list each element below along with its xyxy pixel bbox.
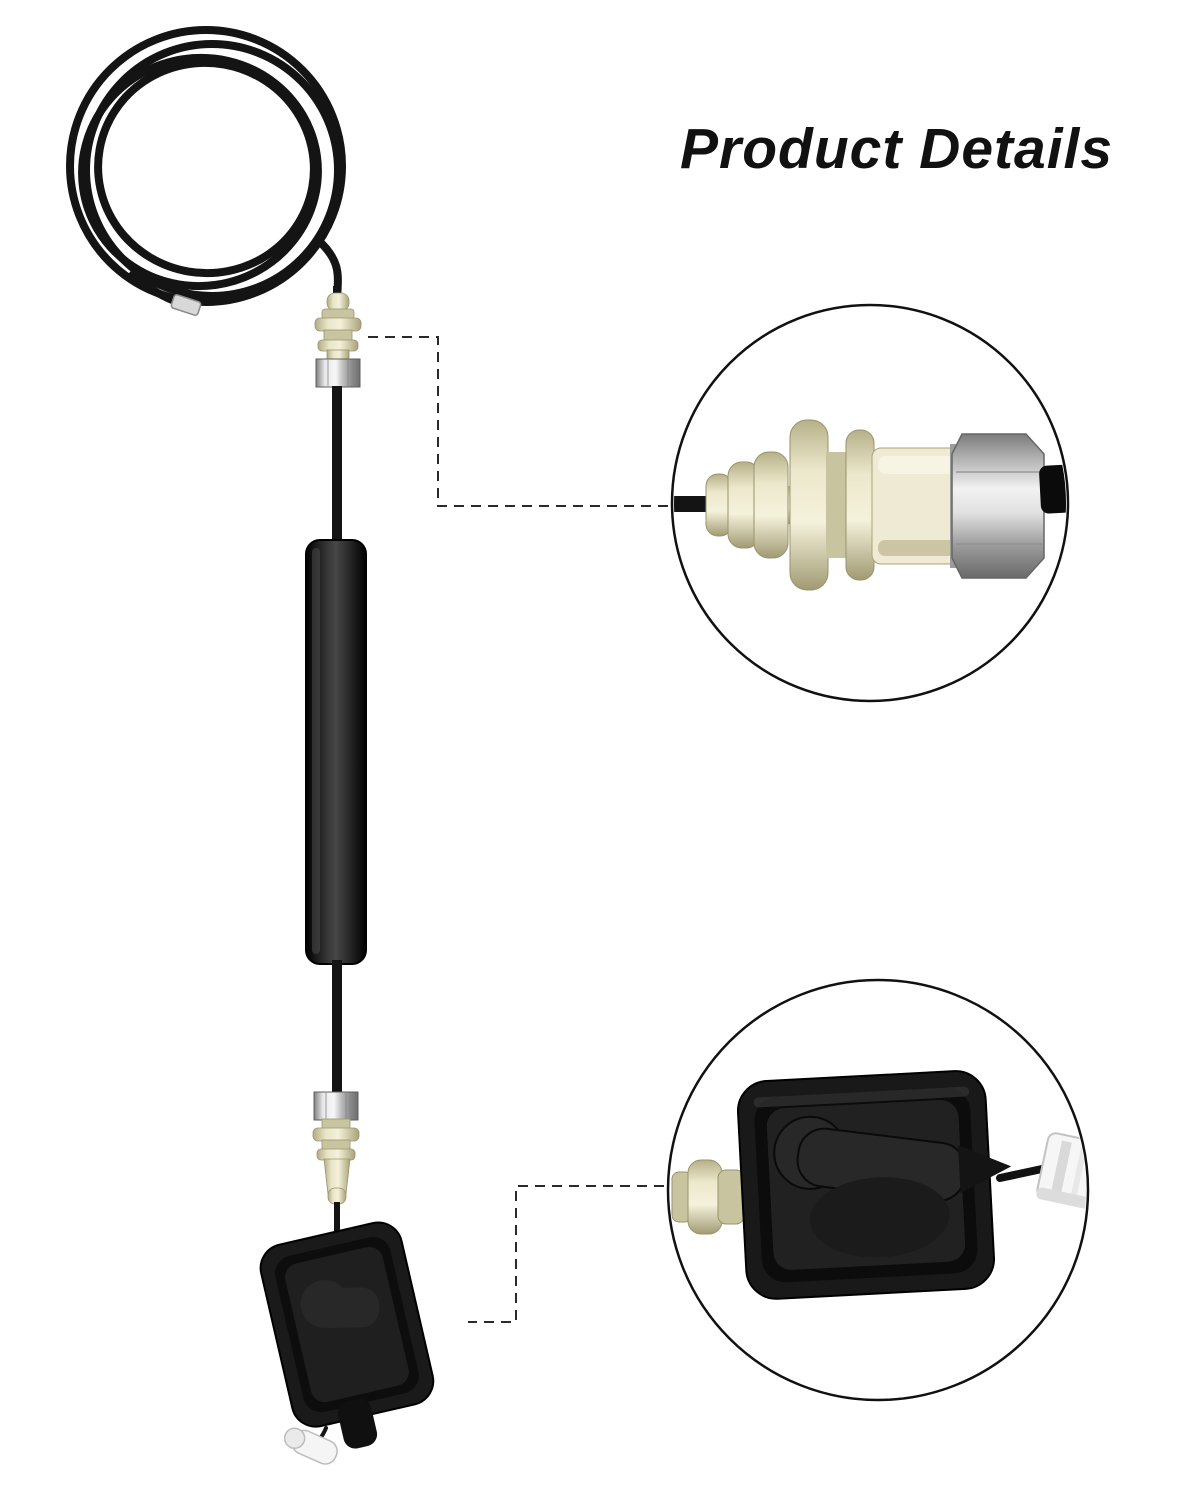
detail-hex-nut	[950, 433, 1045, 579]
dashed-connector-top	[368, 336, 668, 507]
detail-plastic-fitting	[705, 419, 965, 591]
upper-adjuster-fitting	[314, 292, 362, 388]
page-title: Product Details	[680, 117, 1114, 181]
lower-hex-nut	[313, 1091, 359, 1121]
detail-callout-latch	[666, 978, 1090, 1402]
white-end-fitting	[283, 1427, 338, 1465]
cable-sleeve	[305, 539, 367, 965]
dashed-connector-bottom	[468, 1185, 664, 1323]
detail-white-connector	[1036, 1132, 1086, 1209]
cable-coil	[66, 26, 346, 307]
inner-cable-lower	[334, 1202, 340, 1254]
outer-cable-upper	[332, 386, 342, 546]
detail-outer-cable	[1039, 461, 1066, 514]
latch-housing	[259, 1221, 435, 1449]
outer-cable-lower	[332, 960, 342, 1096]
detail-latch-housing	[736, 1070, 1012, 1300]
detail-callout-adjuster	[670, 303, 1070, 703]
cable-crimp-tip	[170, 294, 202, 316]
upper-hex-nut	[315, 358, 361, 388]
detail-latch-plastic-fitting	[671, 1159, 745, 1235]
lower-adjuster-fitting	[312, 1091, 360, 1205]
